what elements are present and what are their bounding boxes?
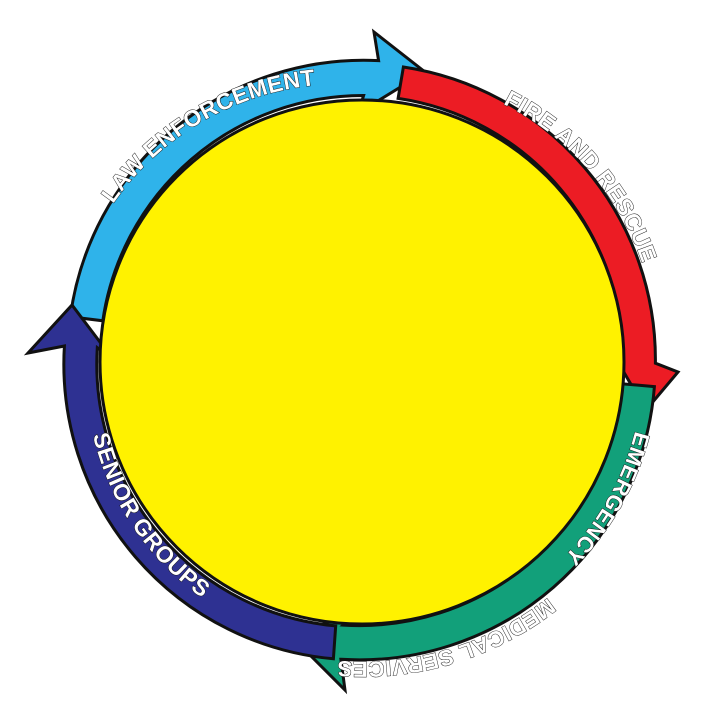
center-circle [98, 98, 626, 626]
law-enforcement-arrow [68, 28, 428, 323]
senior-groups-arrow [23, 302, 338, 661]
